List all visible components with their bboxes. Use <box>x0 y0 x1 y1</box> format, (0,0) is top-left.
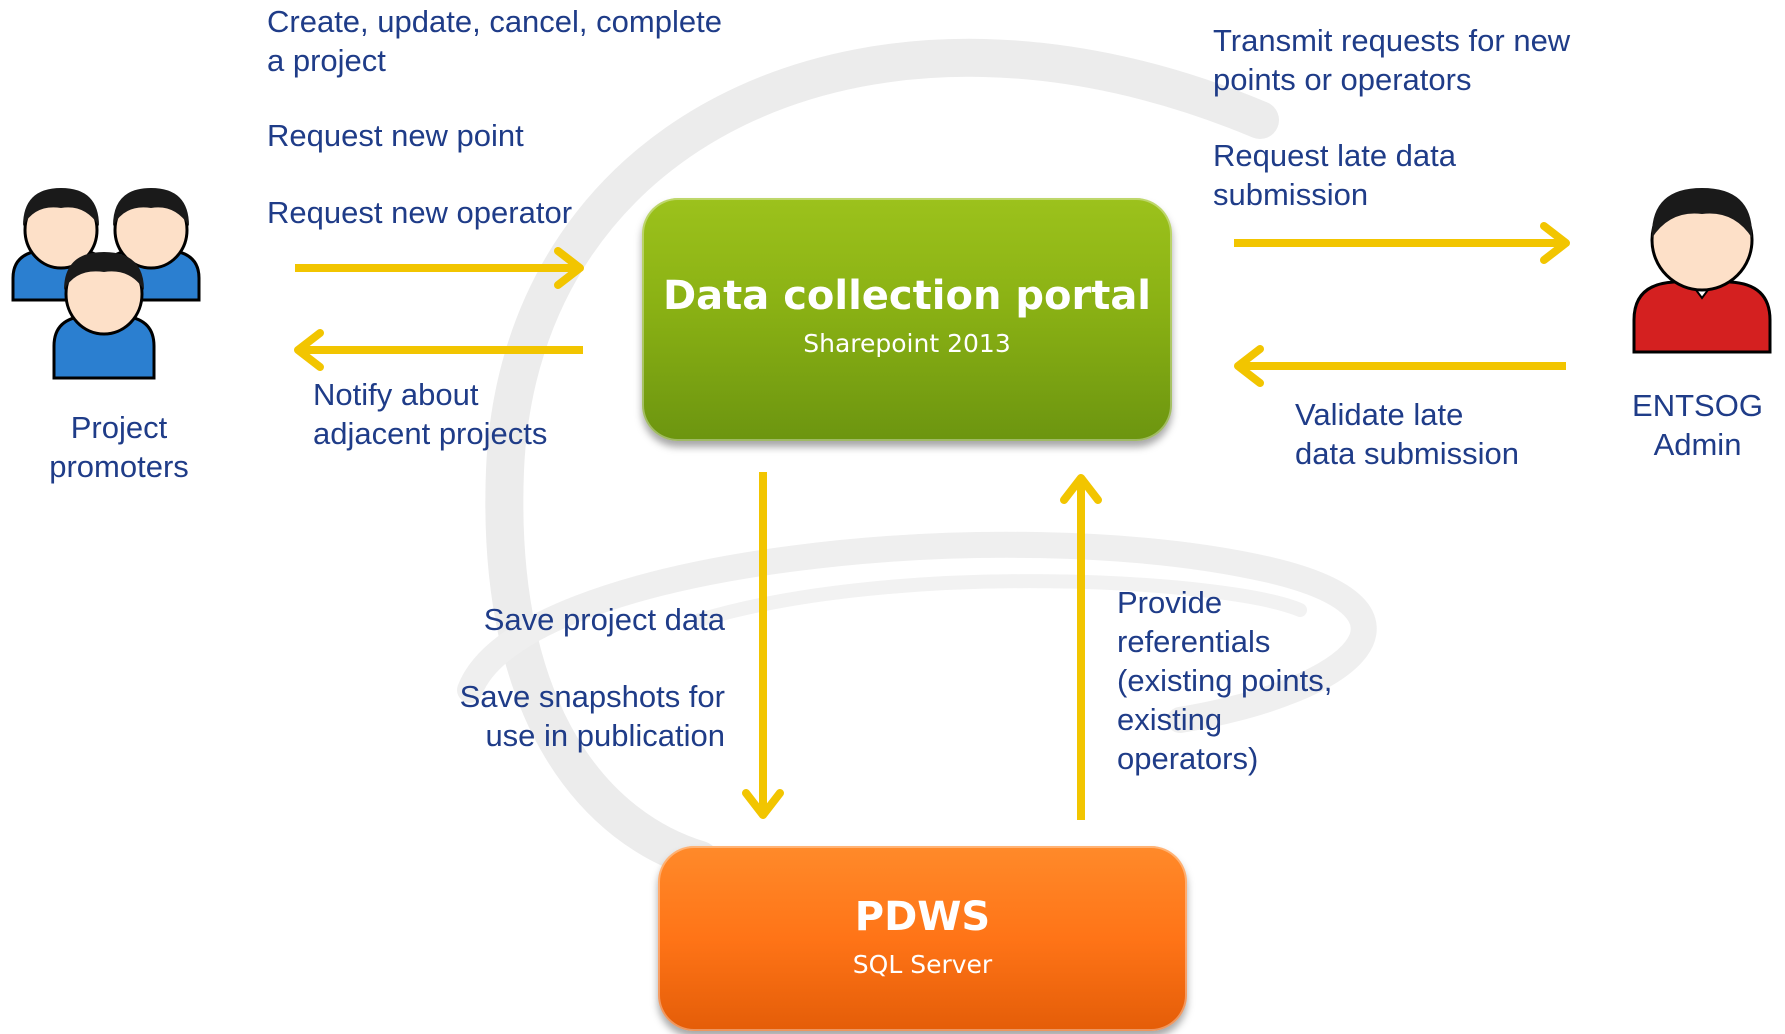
label-create-update-project: Create, update, cancel, complete a proje… <box>267 4 722 78</box>
label-notify-adjacent: Notify about adjacent projects <box>313 377 548 451</box>
data-collection-portal-box: Data collection portal Sharepoint 2013 <box>642 198 1172 441</box>
arrow-portal-to-promoters <box>298 333 583 367</box>
label-save-snapshots: Save snapshots for use in publication <box>459 679 725 753</box>
arrow-portal-to-pdws <box>746 472 780 815</box>
label-transmit-requests: Transmit requests for new points or oper… <box>1213 23 1571 97</box>
pdws-title: PDWS <box>854 894 991 940</box>
label-validate-late-data: Validate late data submission <box>1295 397 1520 471</box>
pdws-subtitle: SQL Server <box>852 950 993 979</box>
portal-subtitle: Sharepoint 2013 <box>803 329 1011 358</box>
arrow-portal-to-admin <box>1234 226 1566 260</box>
label-request-new-point: Request new point <box>267 118 524 153</box>
entsog-admin-icon <box>1632 188 1772 354</box>
project-promoters-icon <box>11 188 201 380</box>
arrow-admin-to-portal <box>1238 349 1566 383</box>
promoter-person-front <box>52 252 156 380</box>
pdws-box: PDWS SQL Server <box>658 846 1187 1031</box>
label-provide-referentials: Provide referentials (existing points, e… <box>1117 585 1333 776</box>
label-save-project-data: Save project data <box>483 602 725 637</box>
portal-title: Data collection portal <box>662 273 1152 319</box>
arrow-pdws-to-portal <box>1064 478 1098 820</box>
label-request-late-data: Request late data submission <box>1213 138 1457 212</box>
entsog-admin-label: ENTSOG Admin <box>1632 388 1763 462</box>
project-promoters-label: Project promoters <box>49 410 189 484</box>
label-request-new-operator: Request new operator <box>267 195 573 230</box>
arrow-promoters-to-portal <box>295 251 580 285</box>
